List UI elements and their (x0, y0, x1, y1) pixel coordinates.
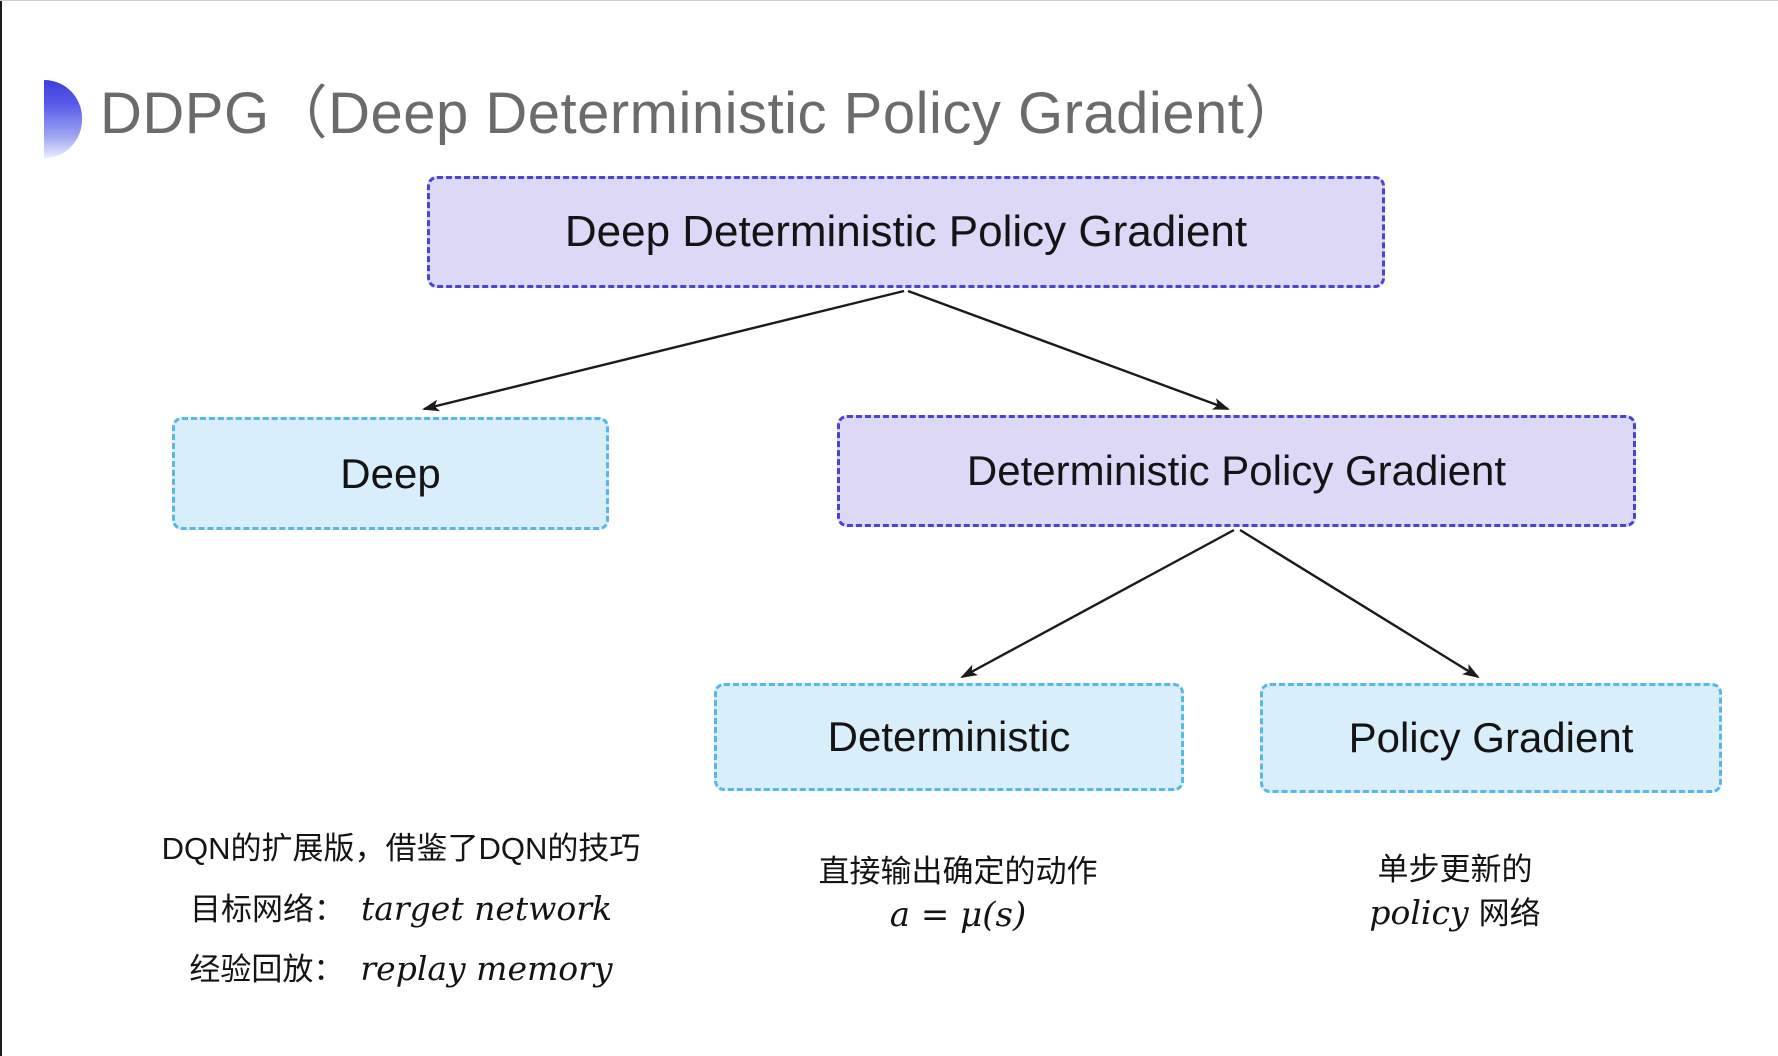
deep-annotation: DQN的扩展版，借鉴了DQN的技巧 目标网络： target network 经验… (128, 831, 674, 1013)
node-root: Deep Deterministic Policy Gradient (427, 176, 1385, 288)
node-deep: Deep (172, 417, 609, 530)
node-deep-label: Deep (340, 449, 441, 497)
arrow-root-to-deep (422, 289, 905, 412)
node-root-label: Deep Deterministic Policy Gradient (564, 207, 1248, 256)
top-frame-line (0, 0, 1778, 1)
deep-annotation-line1: DQN的扩展版，借鉴了DQN的技巧 (161, 831, 641, 866)
left-frame-line (0, 0, 2, 1056)
policy-annotation-line1: 单步更新的 (1377, 852, 1533, 887)
target-network-term: target network (360, 888, 613, 928)
replay-memory-term: replay memory (360, 949, 613, 989)
node-deterministic: Deterministic (714, 683, 1184, 791)
node-policy-gradient: Policy Gradient (1260, 683, 1722, 793)
node-policy-label: Policy Gradient (1348, 714, 1634, 761)
arrow-dpg-to-policy (1239, 528, 1480, 679)
deep-annotation-line2: 目标网络： target network (128, 888, 674, 928)
deep-annotation-line3: 经验回放： replay memory (128, 949, 674, 989)
deterministic-annotation: 直接输出确定的动作 a = μ(s) (790, 854, 1126, 942)
policy-term: policy (1369, 892, 1469, 932)
replay-memory-label: 经验回放： (189, 952, 345, 988)
arrow-root-to-dpg (907, 289, 1230, 411)
node-dpg-label: Deterministic Policy Gradient (966, 447, 1507, 494)
arrow-dpg-to-deterministic (960, 528, 1235, 679)
policy-rest: 网络 (1478, 895, 1541, 931)
target-network-label: 目标网络： (189, 891, 345, 927)
slide-title: DDPG（Deep Deterministic Policy Gradient） (100, 81, 1303, 146)
node-deterministic-label: Deterministic (827, 713, 1071, 760)
node-deterministic-policy-gradient: Deterministic Policy Gradient (837, 415, 1636, 527)
deterministic-annotation-line1: 直接输出确定的动作 (818, 854, 1098, 889)
deterministic-formula: a = μ(s) (889, 894, 1027, 935)
